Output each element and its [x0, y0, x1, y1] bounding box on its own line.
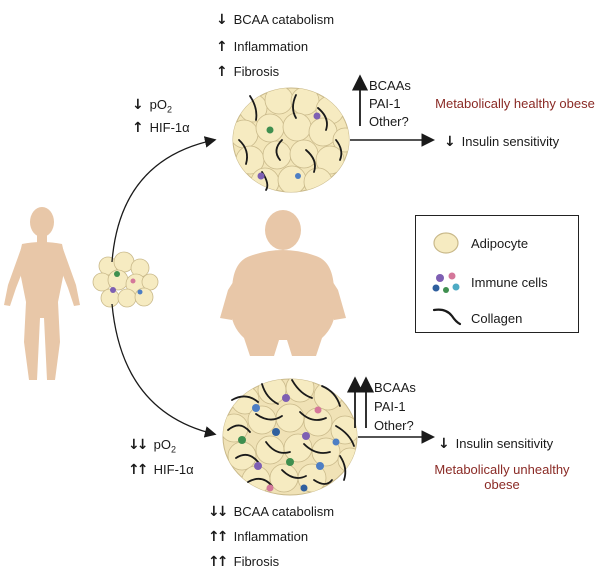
bottom-po2: ↓↓ pO2: [128, 437, 176, 455]
legend-adipocyte-label: Adipocyte: [471, 236, 529, 251]
double-down-arrow-icon: ↓↓: [208, 504, 228, 520]
down-arrow-icon: ↓: [444, 134, 456, 150]
top-effect-fibrosis: ↑ Fibrosis: [216, 64, 280, 80]
bottom-hif: ↑↑ HIF-1α: [128, 462, 194, 478]
bottom-secreted-pai1: PAI-1: [374, 399, 406, 414]
top-effect-inflammation: ↑ Inflammation: [216, 39, 309, 55]
up-arrow-icon: ↑: [216, 64, 228, 80]
bottom-secreted-other: Other?: [374, 418, 414, 433]
arrow-to-unhealthy: [111, 303, 217, 438]
top-secreted-other: Other?: [369, 114, 409, 129]
small-adipose-cluster: [92, 251, 159, 308]
healthy-adipose-tissue: [232, 87, 350, 193]
unhealthy-adipose-tissue: [222, 378, 358, 496]
legend-box: [415, 215, 579, 333]
bottom-insulin: ↓ Insulin sensitivity: [438, 436, 554, 452]
top-secreted-bcaas: BCAAs: [369, 78, 411, 93]
unhealthy-outcome-label: Metabolically unhealthy obese: [434, 462, 570, 492]
double-up-arrow-icon: ↑↑: [208, 554, 228, 570]
top-hif: ↑ HIF-1α: [132, 120, 190, 136]
lean-human-figure: [4, 207, 80, 380]
legend-immune-label: Immune cells: [471, 275, 548, 290]
bottom-secreted-bcaas: BCAAs: [374, 380, 416, 395]
collagen-icon: [432, 308, 462, 326]
arrow-to-healthy: [111, 136, 217, 263]
down-arrow-icon: ↓: [216, 12, 228, 28]
up-arrow-icon: ↑: [216, 39, 228, 55]
down-arrow-icon: ↓: [438, 436, 450, 452]
double-up-arrow-icon: ↑↑: [128, 462, 148, 478]
legend-collagen-label: Collagen: [471, 311, 523, 326]
double-up-arrow-icon: ↑↑: [208, 529, 228, 545]
obese-human-figure: [220, 210, 346, 356]
adipocyte-icon: [433, 232, 459, 254]
bottom-effect-fibrosis: ↑↑ Fibrosis: [208, 554, 280, 570]
top-secreted-pai1: PAI-1: [369, 96, 401, 111]
double-down-arrow-icon: ↓↓: [128, 437, 148, 453]
healthy-outcome-label: Metabolically healthy obese: [435, 96, 595, 111]
down-arrow-icon: ↓: [132, 97, 144, 113]
up-arrow-icon: ↑: [132, 120, 144, 136]
top-po2: ↓ pO2: [132, 97, 172, 115]
top-insulin: ↓ Insulin sensitivity: [444, 134, 560, 150]
top-effect-bcaa: ↓ BCAA catabolism: [216, 12, 335, 28]
bottom-effect-inflammation: ↑↑ Inflammation: [208, 529, 309, 545]
bottom-effect-bcaa: ↓↓ BCAA catabolism: [208, 504, 335, 520]
immune-cells-icon: [432, 272, 460, 293]
